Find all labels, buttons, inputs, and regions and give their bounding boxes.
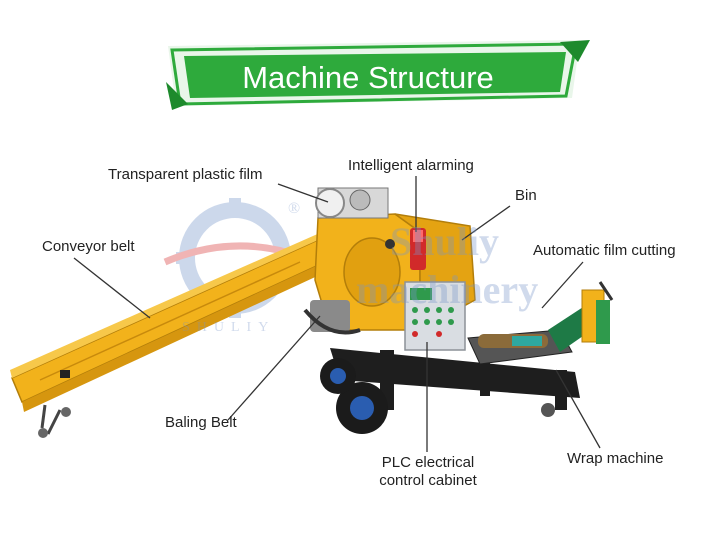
- watermark-logo-text: SHULIY: [182, 320, 276, 335]
- wrap-machine-shape: [467, 281, 614, 365]
- control-cabinet-shape: [404, 281, 466, 351]
- film-roll-shape: [315, 187, 389, 219]
- label-automatic-film-cutting: Automatic film cutting: [533, 242, 676, 259]
- label-plc-cabinet: PLC electrical control cabinet: [366, 454, 490, 490]
- chassis-frame-shape: [330, 348, 580, 410]
- wheel-shape: [320, 358, 555, 434]
- label-intelligent-alarming: Intelligent alarming: [348, 157, 474, 174]
- watermark-registered-mark: ®: [288, 200, 301, 217]
- label-wrap-machine: Wrap machine: [567, 450, 664, 467]
- alarm-light-shape: [410, 228, 426, 270]
- label-conveyor-belt: Conveyor belt: [42, 238, 135, 255]
- watermark-brand-top: Shuliy: [390, 219, 499, 264]
- label-baling-belt: Baling Belt: [165, 414, 237, 431]
- baler-body-shape: [303, 213, 476, 335]
- watermark-brand-bottom: machinery: [356, 267, 539, 312]
- label-bin: Bin: [515, 187, 537, 204]
- conveyor-belt-shape: [10, 232, 326, 438]
- page-title: Machine Structure: [242, 60, 494, 95]
- label-transparent-plastic-film: Transparent plastic film: [108, 166, 263, 183]
- title-banner: [166, 40, 590, 110]
- leader-lines: [73, 176, 601, 452]
- label-plc-line1: PLC electrical: [381, 454, 475, 471]
- label-plc-line2: control cabinet: [379, 472, 477, 489]
